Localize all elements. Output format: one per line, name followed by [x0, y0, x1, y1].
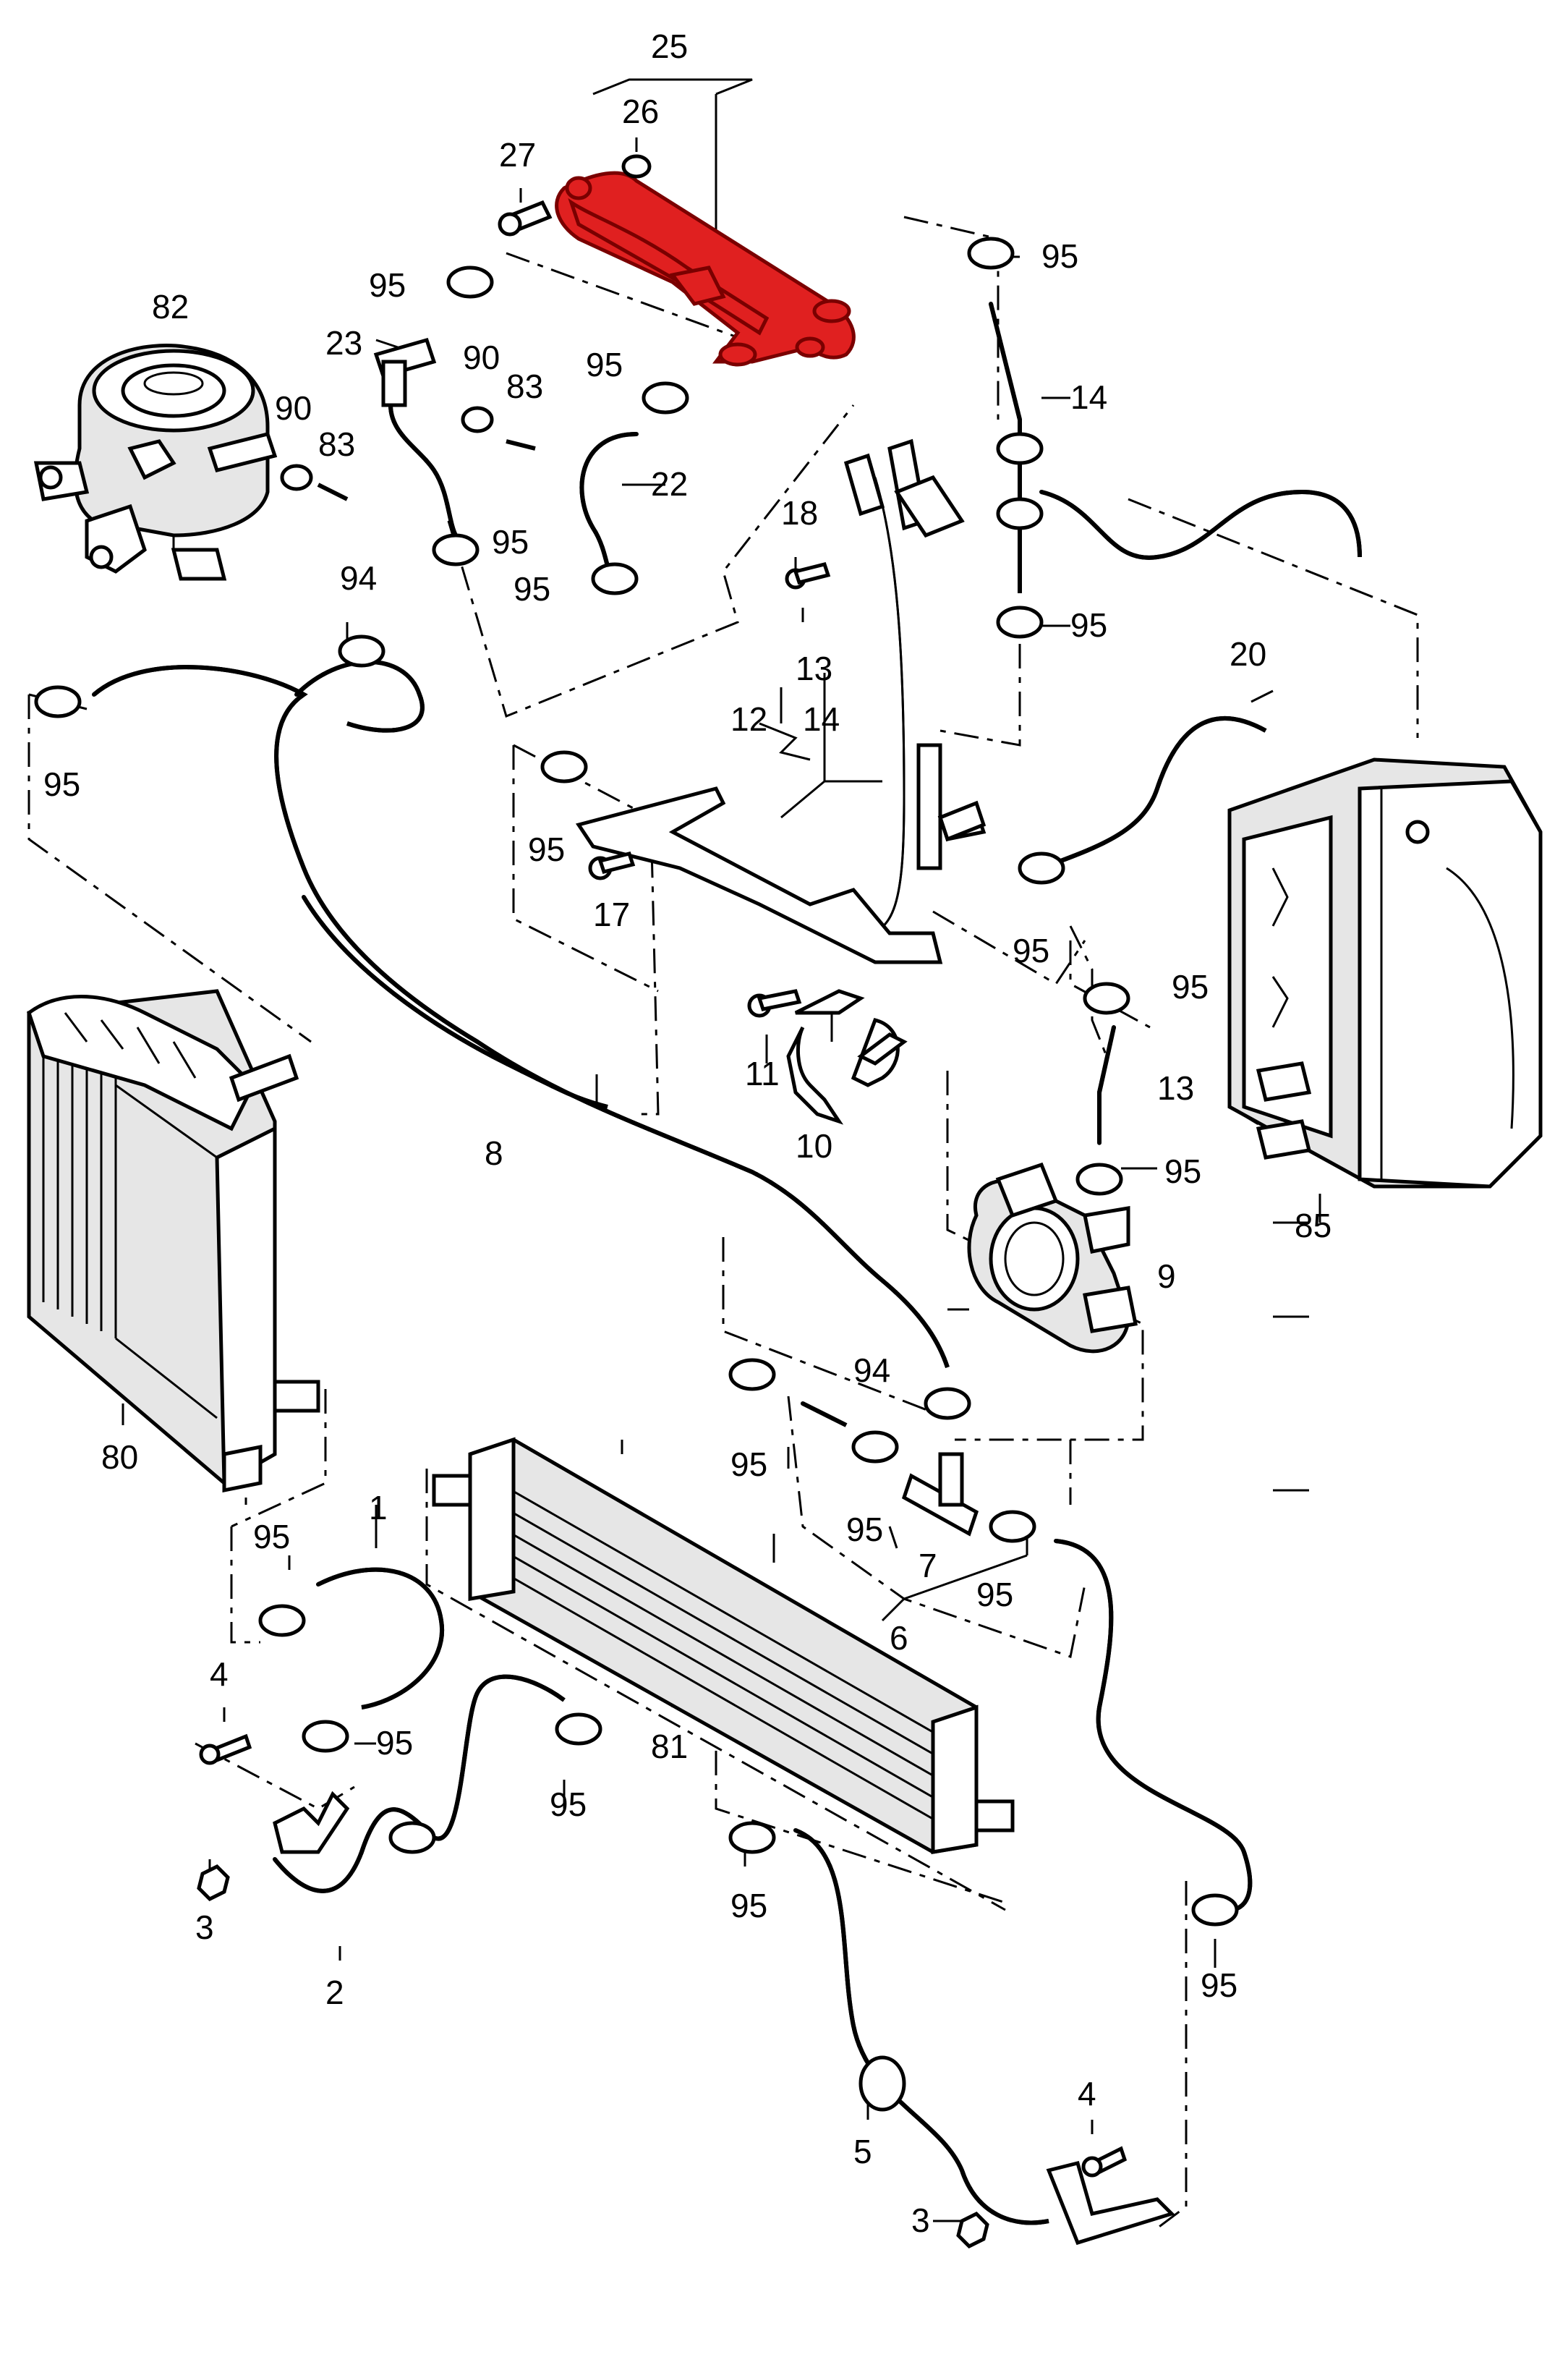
- label-95-r: 95: [730, 1887, 767, 1924]
- label-4-b: 4: [1078, 2075, 1096, 2112]
- label-95-l: 95: [730, 1445, 767, 1483]
- label-95-q: 95: [550, 1785, 587, 1823]
- label-17: 17: [593, 896, 630, 933]
- water-pump-9: [967, 1162, 1138, 1354]
- label-95-n: 95: [976, 1576, 1013, 1613]
- label-95-a: 95: [369, 266, 406, 304]
- label-3-b: 3: [911, 2201, 930, 2239]
- expansion-tank-82: [33, 344, 278, 581]
- label-90-b: 90: [275, 389, 312, 427]
- label-80: 80: [101, 1438, 138, 1476]
- label-13-a: 13: [796, 650, 832, 687]
- label-95-k: 95: [1164, 1152, 1201, 1190]
- label-95-g: 95: [43, 765, 80, 803]
- label-22: 22: [651, 465, 688, 503]
- label-95-s: 95: [1201, 1966, 1237, 2004]
- label-83-b: 83: [318, 425, 355, 463]
- label-95-i: 95: [1013, 932, 1049, 969]
- brackets: [273, 786, 1175, 2246]
- label-25: 25: [651, 27, 688, 65]
- label-11: 11: [745, 1055, 780, 1092]
- label-6: 6: [890, 1619, 908, 1657]
- label-27: 27: [499, 136, 536, 174]
- label-95-h: 95: [528, 831, 565, 868]
- label-85: 85: [1295, 1207, 1331, 1244]
- label-95-d: 95: [514, 570, 550, 608]
- label-26: 26: [622, 93, 659, 130]
- label-20: 20: [1230, 635, 1266, 673]
- label-18: 18: [781, 494, 818, 532]
- label-95-p: 95: [376, 1724, 413, 1762]
- label-95-e: 95: [1041, 237, 1078, 275]
- label-82: 82: [152, 288, 189, 326]
- label-90-a: 90: [463, 339, 500, 376]
- label-95-j: 95: [1172, 968, 1209, 1006]
- label-81: 81: [651, 1728, 688, 1765]
- label-4-a: 4: [210, 1655, 229, 1693]
- label-9: 9: [1157, 1257, 1176, 1295]
- label-10: 10: [796, 1127, 832, 1165]
- label-95-c: 95: [492, 523, 529, 561]
- fasteners: [34, 154, 1239, 2249]
- label-12: 12: [730, 700, 767, 738]
- radiator-80: [27, 989, 320, 1493]
- label-95-b: 95: [586, 346, 623, 383]
- label-1: 1: [369, 1489, 388, 1526]
- callout-lines: [122, 78, 1321, 2222]
- label-14-a: 14: [1070, 378, 1107, 416]
- label-94-a: 94: [340, 559, 377, 597]
- label-23: 23: [325, 324, 362, 362]
- label-95-f: 95: [1070, 606, 1107, 644]
- heat-exchanger-85: [1227, 757, 1543, 1189]
- label-5: 5: [853, 2133, 872, 2170]
- part-labels: 25 26 27 95 82 23 90 83 90 83 95 22 95 9…: [43, 27, 1331, 2239]
- label-14-b: 14: [803, 700, 840, 738]
- label-2: 2: [325, 1974, 344, 2011]
- label-95-o: 95: [253, 1518, 290, 1555]
- label-3-a: 3: [195, 1908, 214, 1946]
- label-8: 8: [485, 1134, 503, 1172]
- label-94-b: 94: [853, 1351, 890, 1389]
- label-83-a: 83: [506, 368, 543, 405]
- label-13-b: 13: [1157, 1069, 1194, 1107]
- label-95-m: 95: [846, 1511, 883, 1548]
- label-7: 7: [919, 1547, 937, 1584]
- coolant-pipe-25-highlighted: [555, 171, 856, 367]
- auxiliary-radiator-81: [432, 1437, 1015, 1854]
